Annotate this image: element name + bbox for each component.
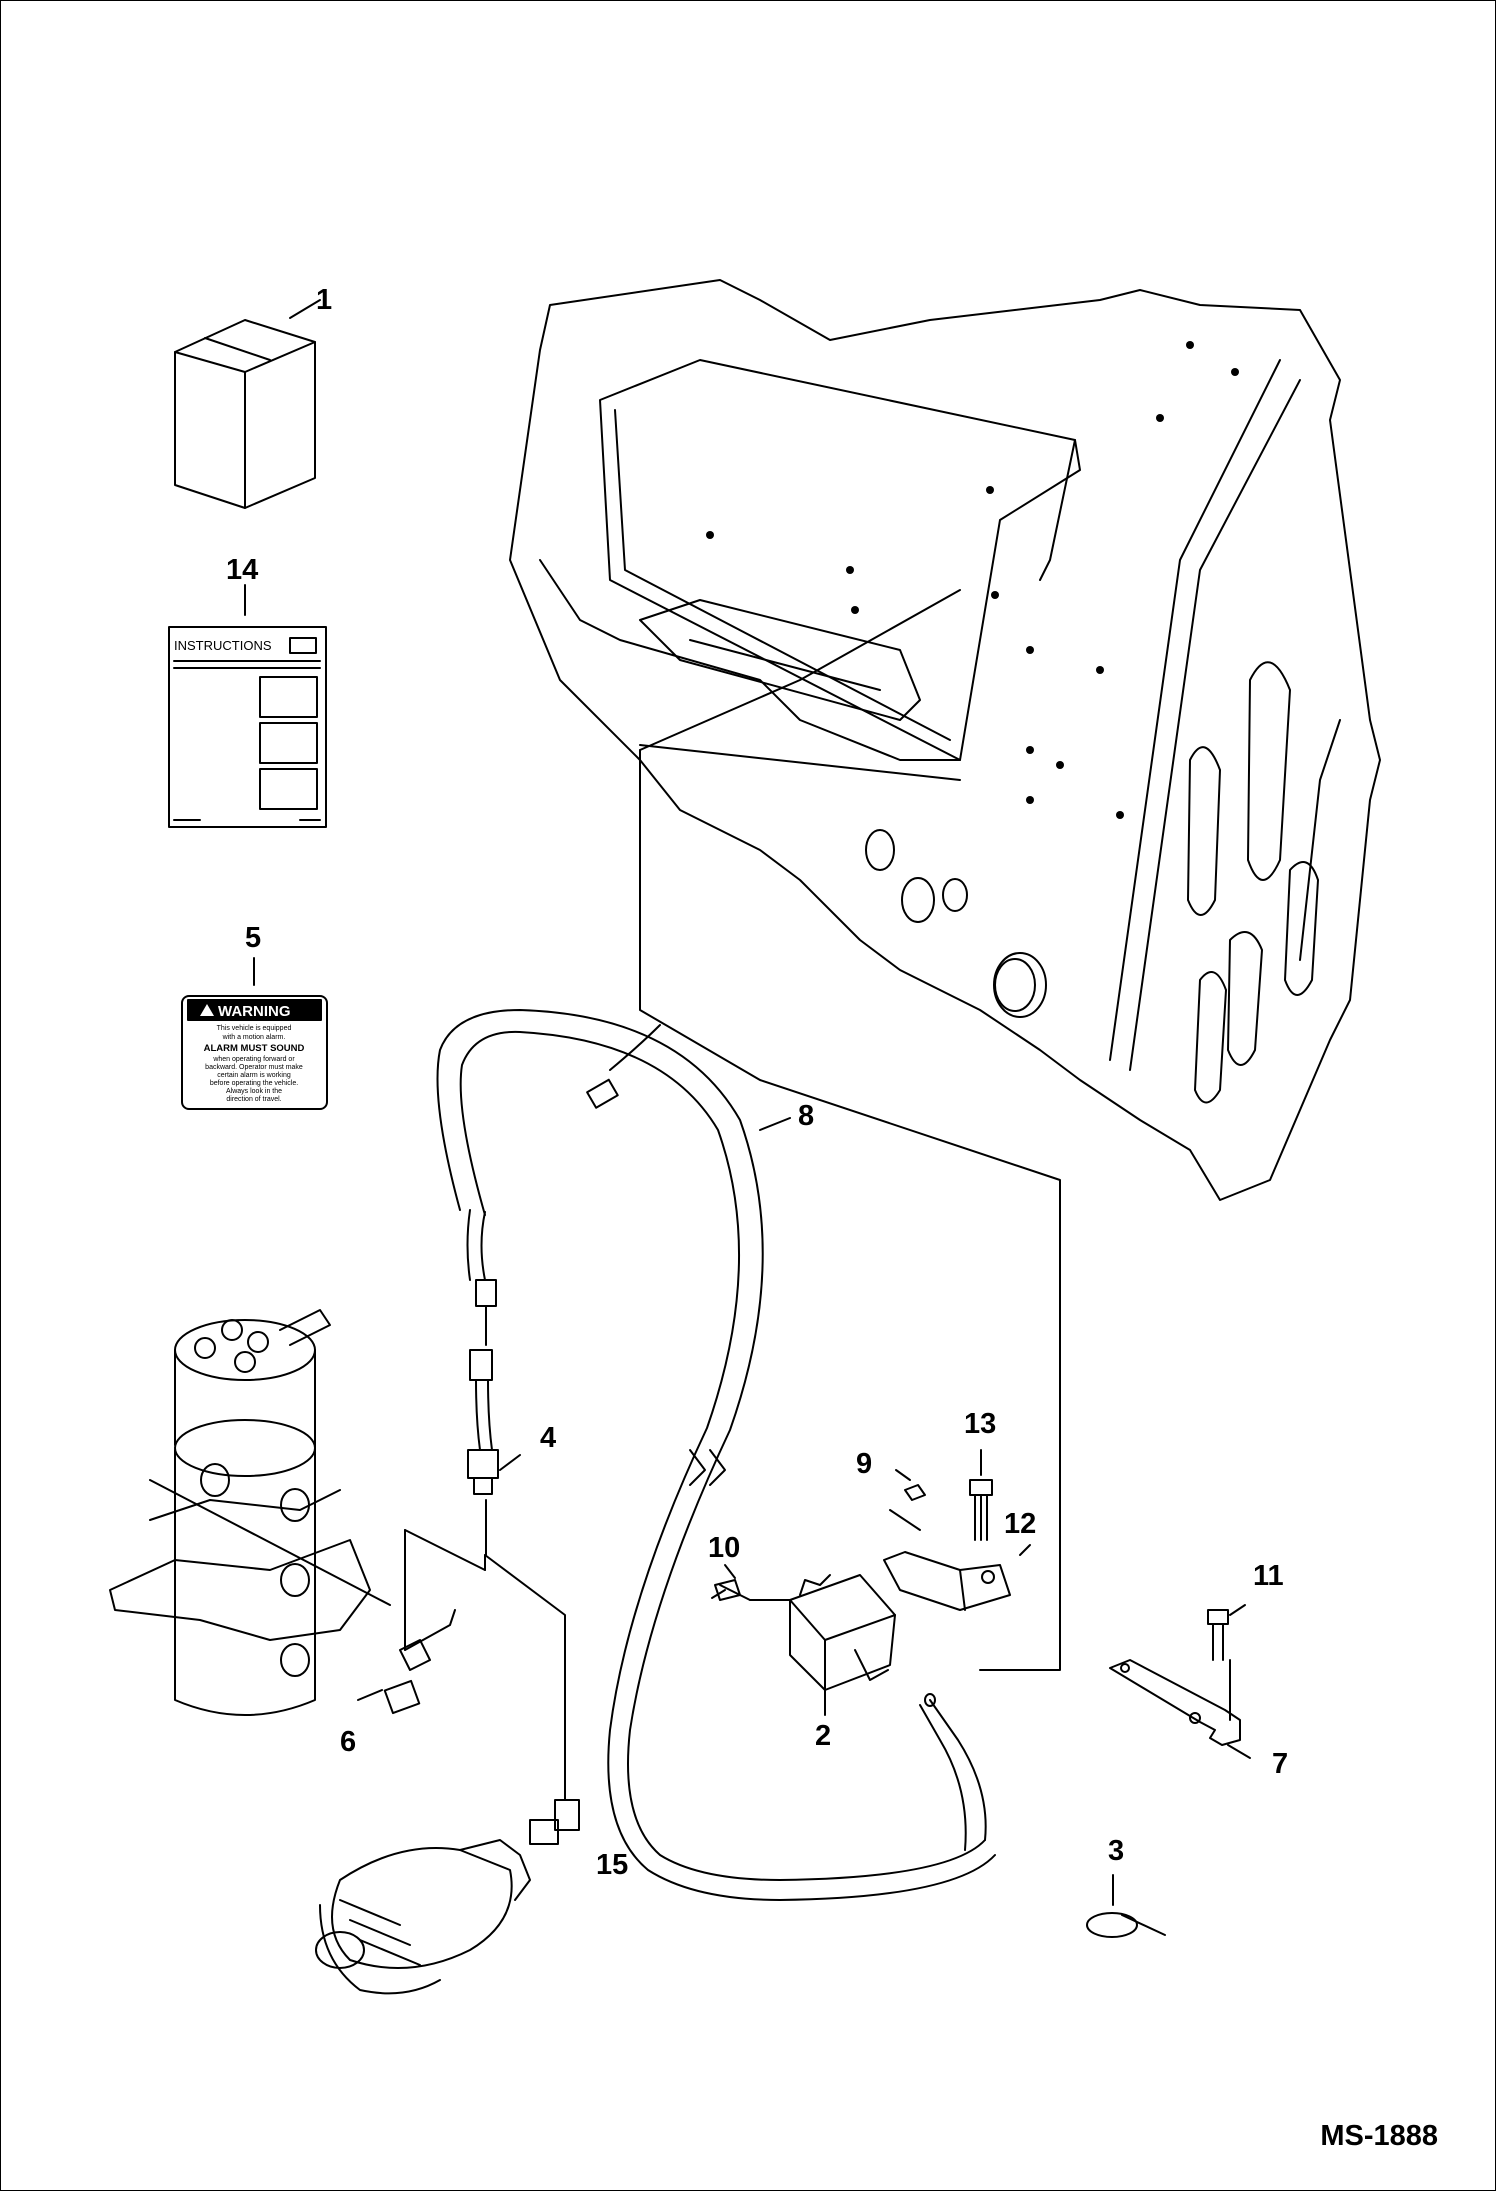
callout-15: 15 <box>596 1849 629 1881</box>
callout-13: 13 <box>964 1408 997 1440</box>
svg-text:certain alarm is working: certain alarm is working <box>217 1072 291 1079</box>
callout-5: 5 <box>245 922 262 954</box>
alarm-assembly <box>711 1551 1011 1691</box>
cable-tie <box>1086 1874 1166 1938</box>
switch-leaders <box>485 1454 521 1556</box>
warning-header: WARNING <box>218 1003 291 1020</box>
callout-14: 14 <box>226 554 259 586</box>
diagram-id-label: MS-1888 <box>1320 2120 1438 2152</box>
elbow-fitting <box>357 1529 486 1715</box>
svg-text:before operating the vehicle.: before operating the vehicle. <box>210 1080 298 1087</box>
pilot-valve <box>315 1554 580 1995</box>
callout-6: 6 <box>340 1726 357 1758</box>
callout-3: 3 <box>1108 1835 1125 1867</box>
svg-text:This vehicle is equipped: This vehicle is equipped <box>217 1025 292 1032</box>
bracket-7 <box>1109 1604 1251 1759</box>
svg-text:backward. Operator must make: backward. Operator must make <box>205 1064 303 1071</box>
svg-text:Always look in the: Always look in the <box>226 1088 282 1095</box>
callout-7: 7 <box>1272 1748 1289 1780</box>
callout-4: 4 <box>540 1422 557 1454</box>
warning-body: This vehicle is equipped with a motion a… <box>204 1025 305 1103</box>
instructions-card-outline <box>168 584 327 828</box>
callout-10: 10 <box>708 1532 741 1564</box>
callout-12: 12 <box>1004 1508 1037 1540</box>
warning-triangle-icon <box>200 1004 214 1016</box>
frame-holes <box>706 341 1239 819</box>
svg-text:with a motion alarm.: with a motion alarm. <box>222 1034 286 1041</box>
callout-9: 9 <box>856 1448 873 1480</box>
wire-harness <box>436 1009 996 1901</box>
callout-leaders <box>724 1117 911 1716</box>
callout-11: 11 <box>1253 1560 1284 1592</box>
machine-frame <box>509 279 1381 1671</box>
callout-1: 1 <box>316 284 333 316</box>
warning-decal-outline <box>181 957 328 1110</box>
mounting-hardware <box>889 1449 1031 1556</box>
swivel-joint <box>109 1309 391 1716</box>
svg-text:ALARM MUST SOUND: ALARM MUST SOUND <box>204 1043 305 1054</box>
kit-box <box>174 299 321 509</box>
instructions-card-title: INSTRUCTIONS <box>174 638 272 653</box>
callout-8: 8 <box>798 1100 815 1132</box>
svg-text:when operating forward or: when operating forward or <box>212 1056 295 1063</box>
callout-2: 2 <box>815 1720 832 1752</box>
svg-text:direction of travel.: direction of travel. <box>226 1096 281 1103</box>
